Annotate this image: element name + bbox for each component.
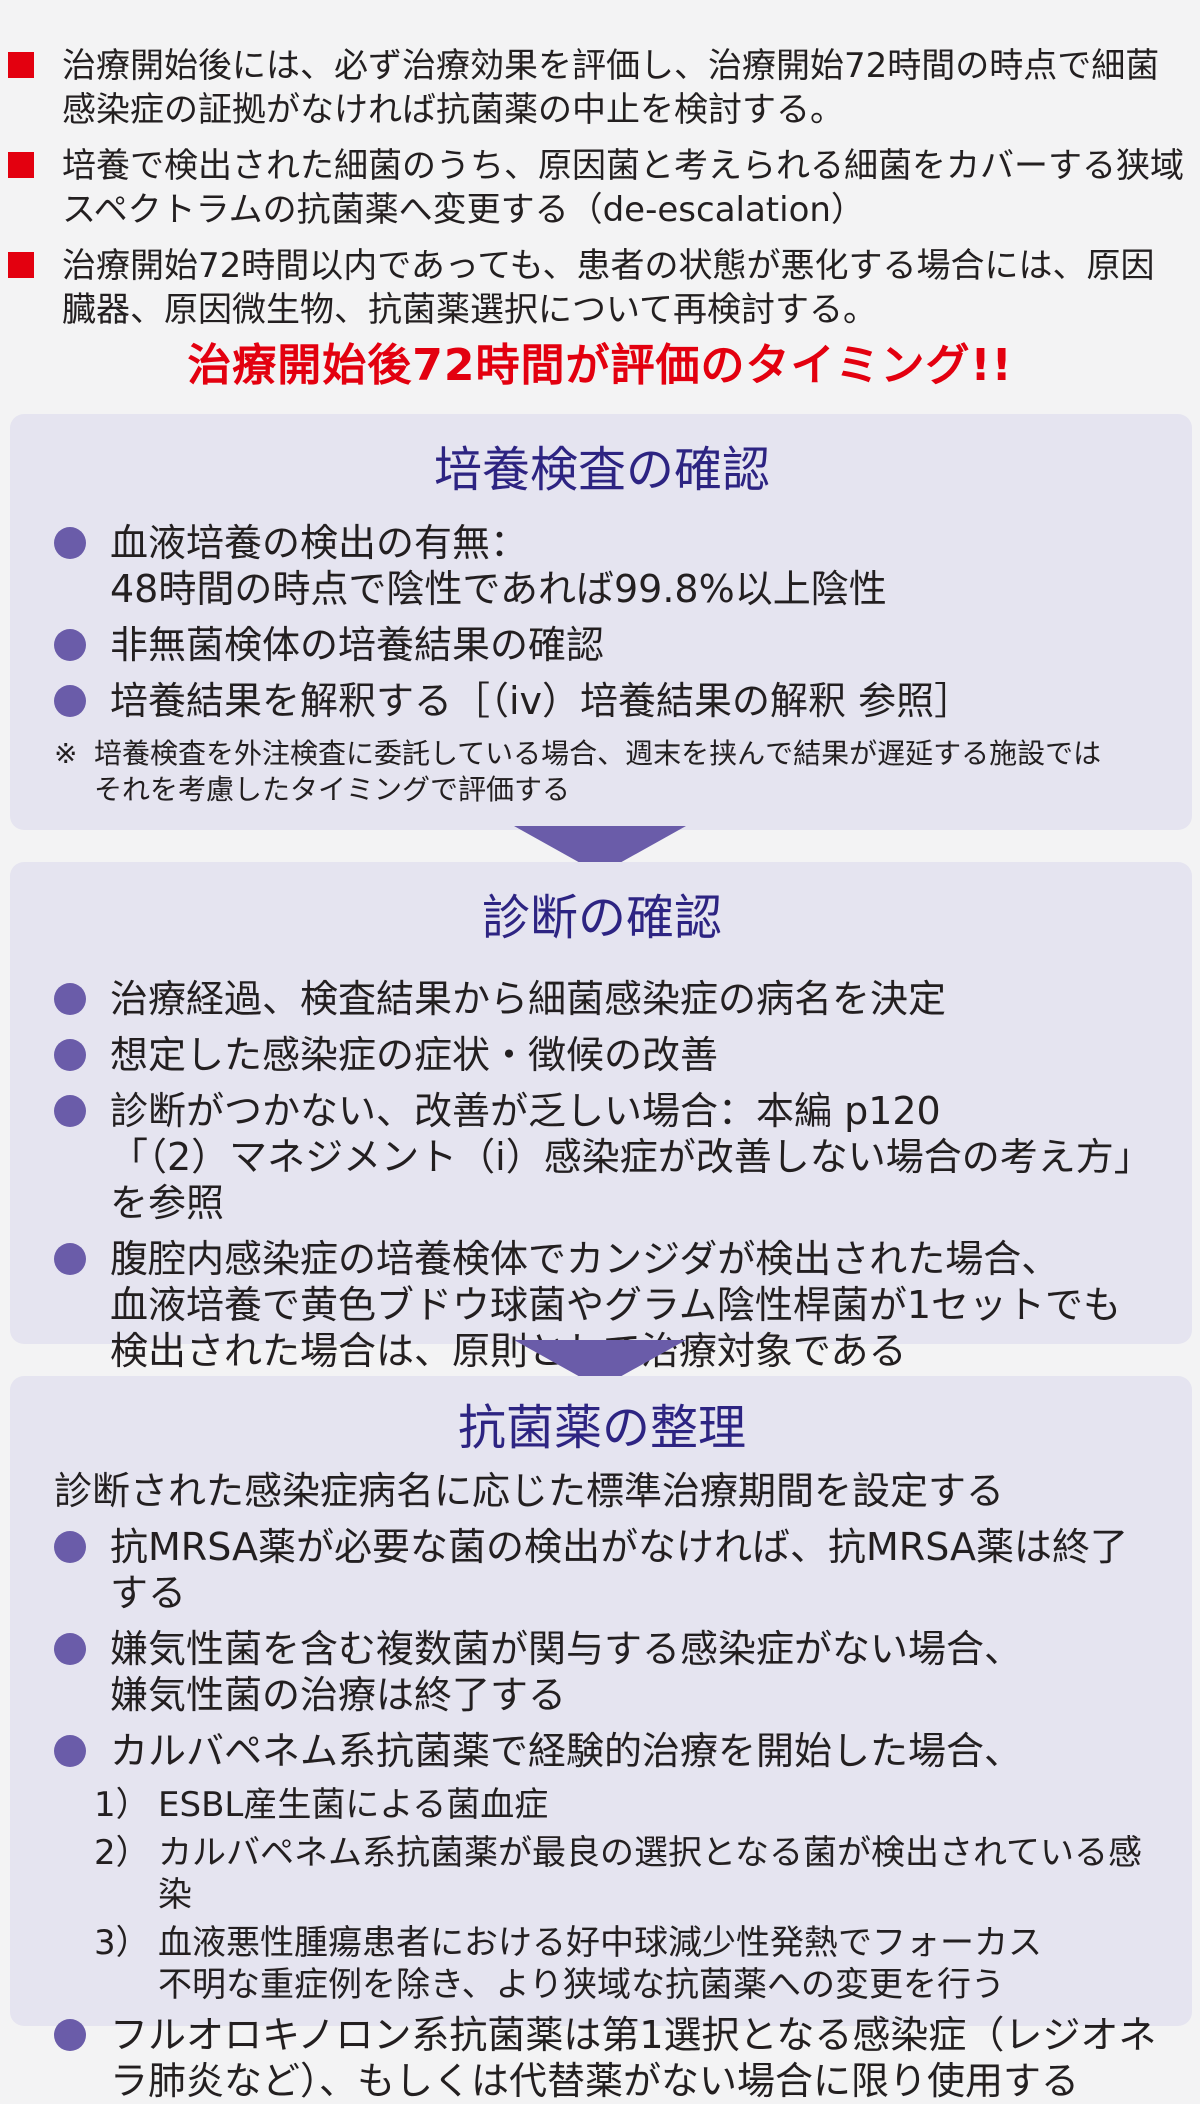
item-line: 嫌気性菌の治療は終了する xyxy=(110,1673,567,1717)
sub-line: カルバペネム系抗菌薬が最良の選択となる菌が検出されている感染 xyxy=(158,1833,1142,1915)
purple-dot-bullet-icon xyxy=(54,685,86,717)
list-item: 嫌気性菌を含む複数菌が関与する感染症がない場合、 嫌気性菌の治療は終了する xyxy=(40,1626,1164,1718)
intro-line: 培養で検出された細菌のうち、原因菌と考えられる細菌をカバーする狭域 xyxy=(62,146,1184,186)
sub-number: 2） xyxy=(94,1833,150,1873)
item-line: 想定した感染症の症状・徴候の改善 xyxy=(110,1033,719,1077)
footnote-line: 培養検査を外注検査に委託している場合、週末を挟んで結果が遅延する施設では xyxy=(94,737,1102,770)
sub-number: 3） xyxy=(94,1923,150,1963)
list-item: 診断がつかない、改善が乏しい場合：本編 p120 「（2）マネジメント（i）感染… xyxy=(40,1088,1164,1226)
sub-line: 不明な重症例を除き、より狭域な抗菌薬への変更を行う xyxy=(158,1965,1005,2005)
antibiotic-review-box: 抗菌薬の整理 診断された感染症病名に応じた標準治療期間を設定する 抗MRSA薬が… xyxy=(10,1376,1192,2103)
headline: 治療開始後72時間が評価のタイミング!! xyxy=(187,340,1013,391)
purple-dot-bullet-icon xyxy=(54,527,86,559)
item-line: 診断がつかない、改善が乏しい場合：本編 p120 xyxy=(110,1089,941,1133)
purple-dot-bullet-icon xyxy=(54,1243,86,1275)
item-line: 嫌気性菌を含む複数菌が関与する感染症がない場合、 xyxy=(110,1627,1023,1671)
list-item: 血液培養の検出の有無： 48時間の時点で陰性であれば99.8%以上陰性 xyxy=(40,520,1164,612)
lead-text: 診断された感染症病名に応じた標準治療期間を設定する xyxy=(54,1469,1005,1513)
intro-line: 治療開始72時間以内であっても、患者の状態が悪化する場合には、原因 xyxy=(62,246,1155,286)
intro-line: 感染症の証拠がなければ抗菌薬の中止を検討する。 xyxy=(62,90,844,130)
intro-list: 治療開始後には、必ず治療効果を評価し、治療開始72時間の時点で細菌 感染症の証拠… xyxy=(8,44,1188,344)
intro-item: 治療開始72時間以内であっても、患者の状態が悪化する場合には、原因 臓器、原因微… xyxy=(8,244,1188,332)
purple-dot-bullet-icon xyxy=(54,629,86,661)
intro-line: 治療開始後には、必ず治療効果を評価し、治療開始72時間の時点で細菌 xyxy=(62,46,1160,86)
purple-dot-bullet-icon xyxy=(54,1095,86,1127)
sub-item: 2） カルバペネム系抗菌薬が最良の選択となる菌が検出されている感染 xyxy=(94,1832,1164,1916)
list-item: 腹腔内感染症の培養検体でカンジダが検出された場合、 血液培養で黄色ブドウ球菌やグ… xyxy=(40,1236,1164,1374)
footnote-mark: ※ xyxy=(54,737,78,770)
item-line: ラ肺炎など）、もしくは代替薬がない場合に限り使用する xyxy=(110,2059,1080,2103)
item-line: 血液培養で黄色ブドウ球菌やグラム陰性桿菌が1セットでも xyxy=(110,1283,1122,1327)
intro-item: 治療開始後には、必ず治療効果を評価し、治療開始72時間の時点で細菌 感染症の証拠… xyxy=(8,44,1188,132)
purple-dot-bullet-icon xyxy=(54,1531,86,1563)
sub-item: 3） 血液悪性腫瘍患者における好中球減少性発熱でフォーカス 不明な重症例を除き、… xyxy=(94,1922,1164,2006)
item-line: 48時間の時点で陰性であれば99.8%以上陰性 xyxy=(110,567,887,611)
intro-line: 臓器、原因微生物、抗菌薬選択について再検討する。 xyxy=(62,290,877,330)
list-item: 抗MRSA薬が必要な菌の検出がなければ、抗MRSA薬は終了する xyxy=(40,1524,1164,1616)
sub-number: 1） xyxy=(94,1785,150,1825)
item-line: 抗MRSA薬が必要な菌の検出がなければ、抗MRSA薬は終了する xyxy=(110,1525,1129,1615)
list-item: 培養結果を解釈する［（iv）培養結果の解釈 参照］ xyxy=(40,678,1164,724)
culture-check-box: 培養検査の確認 血液培養の検出の有無： 48時間の時点で陰性であれば99.8%以… xyxy=(10,414,1192,830)
footnote: ※ 培養検査を外注検査に委託している場合、週末を挟んで結果が遅延する施設では そ… xyxy=(54,736,1164,808)
red-square-bullet-icon xyxy=(8,152,34,178)
item-line: カルバペネム系抗菌薬で経験的治療を開始した場合、 xyxy=(110,1729,1023,1773)
item-line: 検出された場合は、原則として治療対象である xyxy=(110,1329,907,1373)
sub-line: ESBL産生菌による菌血症 xyxy=(158,1785,549,1825)
intro-line: スペクトラムの抗菌薬へ変更する（de-escalation） xyxy=(62,190,865,230)
red-square-bullet-icon xyxy=(8,52,34,78)
purple-dot-bullet-icon xyxy=(54,983,86,1015)
list-item: 非無菌検体の培養結果の確認 xyxy=(40,622,1164,668)
list-item: 治療経過、検査結果から細菌感染症の病名を決定 xyxy=(40,976,1164,1022)
red-square-bullet-icon xyxy=(8,252,34,278)
list-item: カルバペネム系抗菌薬で経験的治療を開始した場合、 xyxy=(40,1728,1164,1774)
item-line: 腹腔内感染症の培養検体でカンジダが検出された場合、 xyxy=(110,1237,1060,1281)
item-line: 培養結果を解釈する［（iv）培養結果の解釈 参照］ xyxy=(110,679,973,723)
sub-item: 1） ESBL産生菌による菌血症 xyxy=(94,1784,1164,1826)
footnote-line: それを考慮したタイミングで評価する xyxy=(94,773,571,806)
purple-dot-bullet-icon xyxy=(54,1039,86,1071)
box-title: 抗菌薬の整理 xyxy=(457,1400,746,1456)
box-title: 診断の確認 xyxy=(481,890,722,946)
list-item: 想定した感染症の症状・徴候の改善 xyxy=(40,1032,1164,1078)
box-title: 培養検査の確認 xyxy=(433,442,770,498)
purple-dot-bullet-icon xyxy=(54,1633,86,1665)
purple-dot-bullet-icon xyxy=(54,1735,86,1767)
diagnosis-check-box: 診断の確認 治療経過、検査結果から細菌感染症の病名を決定 想定した感染症の症状・… xyxy=(10,862,1192,1373)
list-item: フルオロキノロン系抗菌薬は第1選択となる感染症（レジオネ ラ肺炎など）、もしくは… xyxy=(40,2012,1164,2104)
item-line: 「（2）マネジメント（i）感染症が改善しない場合の考え方」を参照 xyxy=(110,1135,1152,1225)
item-line: 非無菌検体の培養結果の確認 xyxy=(110,623,605,667)
item-line: フルオロキノロン系抗菌薬は第1選択となる感染症（レジオネ xyxy=(110,2013,1157,2057)
purple-dot-bullet-icon xyxy=(54,2019,86,2051)
item-line: 血液培養の検出の有無： xyxy=(110,521,529,565)
item-line: 治療経過、検査結果から細菌感染症の病名を決定 xyxy=(110,977,947,1021)
intro-item: 培養で検出された細菌のうち、原因菌と考えられる細菌をカバーする狭域 スペクトラム… xyxy=(8,144,1188,232)
sub-line: 血液悪性腫瘍患者における好中球減少性発熱でフォーカス xyxy=(158,1923,1042,1963)
